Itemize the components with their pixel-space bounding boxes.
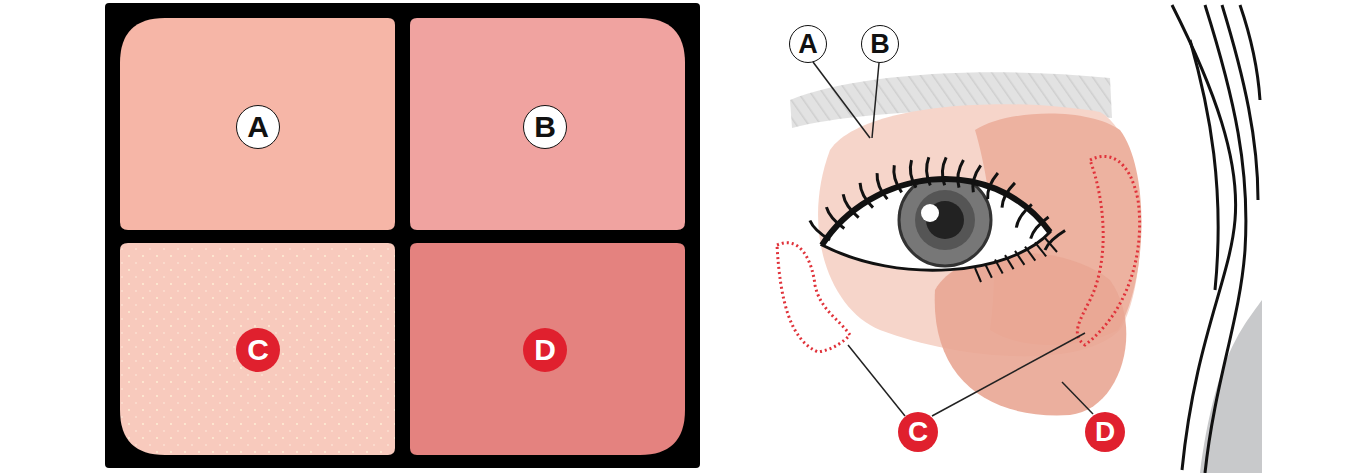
pan-b bbox=[410, 18, 685, 230]
area-c-right bbox=[1077, 156, 1139, 345]
hair bbox=[1172, 5, 1260, 473]
lash bbox=[942, 157, 946, 185]
callout-letter: C bbox=[247, 335, 269, 365]
callout-badge-red: D bbox=[1085, 412, 1125, 452]
pan-d bbox=[410, 243, 685, 455]
leader-line bbox=[872, 63, 879, 138]
leader-line bbox=[1062, 382, 1093, 414]
callout-badge: B bbox=[861, 25, 899, 63]
callout-letter: B bbox=[534, 112, 556, 142]
callout-letter: C bbox=[908, 418, 928, 446]
callout-letter: B bbox=[870, 31, 890, 58]
callout-badge-red: D bbox=[523, 328, 567, 372]
leader-line bbox=[932, 333, 1085, 416]
lash bbox=[877, 173, 887, 199]
callout-letter: D bbox=[534, 335, 556, 365]
lash bbox=[1025, 247, 1035, 261]
lash bbox=[927, 157, 931, 185]
lash bbox=[985, 264, 992, 278]
lash bbox=[910, 160, 916, 188]
lash bbox=[1015, 251, 1024, 265]
callout-letter: D bbox=[1095, 418, 1115, 446]
lash bbox=[1045, 238, 1057, 252]
lash bbox=[810, 220, 830, 240]
pan-c bbox=[120, 243, 395, 455]
palette-case bbox=[105, 3, 700, 468]
lash bbox=[958, 160, 964, 188]
callout-badge-red: C bbox=[898, 412, 938, 452]
lash bbox=[1005, 255, 1014, 269]
leader-line bbox=[848, 345, 905, 416]
lash bbox=[995, 259, 1003, 273]
area-c-left bbox=[777, 243, 850, 352]
lash bbox=[1016, 204, 1032, 227]
iris bbox=[899, 174, 991, 266]
callout-letter: A bbox=[247, 112, 269, 142]
callout-badge: A bbox=[789, 25, 827, 63]
lash bbox=[973, 165, 981, 192]
leader-line bbox=[813, 62, 870, 138]
lash bbox=[1031, 217, 1049, 239]
lash bbox=[1002, 183, 1015, 208]
lash bbox=[975, 268, 981, 282]
callout-letter: A bbox=[798, 31, 818, 58]
iris-inner bbox=[915, 190, 975, 250]
lash bbox=[1035, 242, 1046, 256]
callout-badge: A bbox=[236, 105, 280, 149]
lash bbox=[843, 194, 859, 217]
lash bbox=[988, 173, 998, 199]
lashes bbox=[810, 157, 1065, 282]
lash bbox=[894, 165, 902, 192]
callout-badge: B bbox=[523, 105, 567, 149]
upper-lid bbox=[822, 179, 1050, 245]
lash bbox=[860, 183, 873, 208]
lash bbox=[826, 207, 844, 229]
pan-a bbox=[120, 18, 395, 230]
highlight bbox=[921, 204, 939, 222]
callout-badge-red: C bbox=[236, 328, 280, 372]
